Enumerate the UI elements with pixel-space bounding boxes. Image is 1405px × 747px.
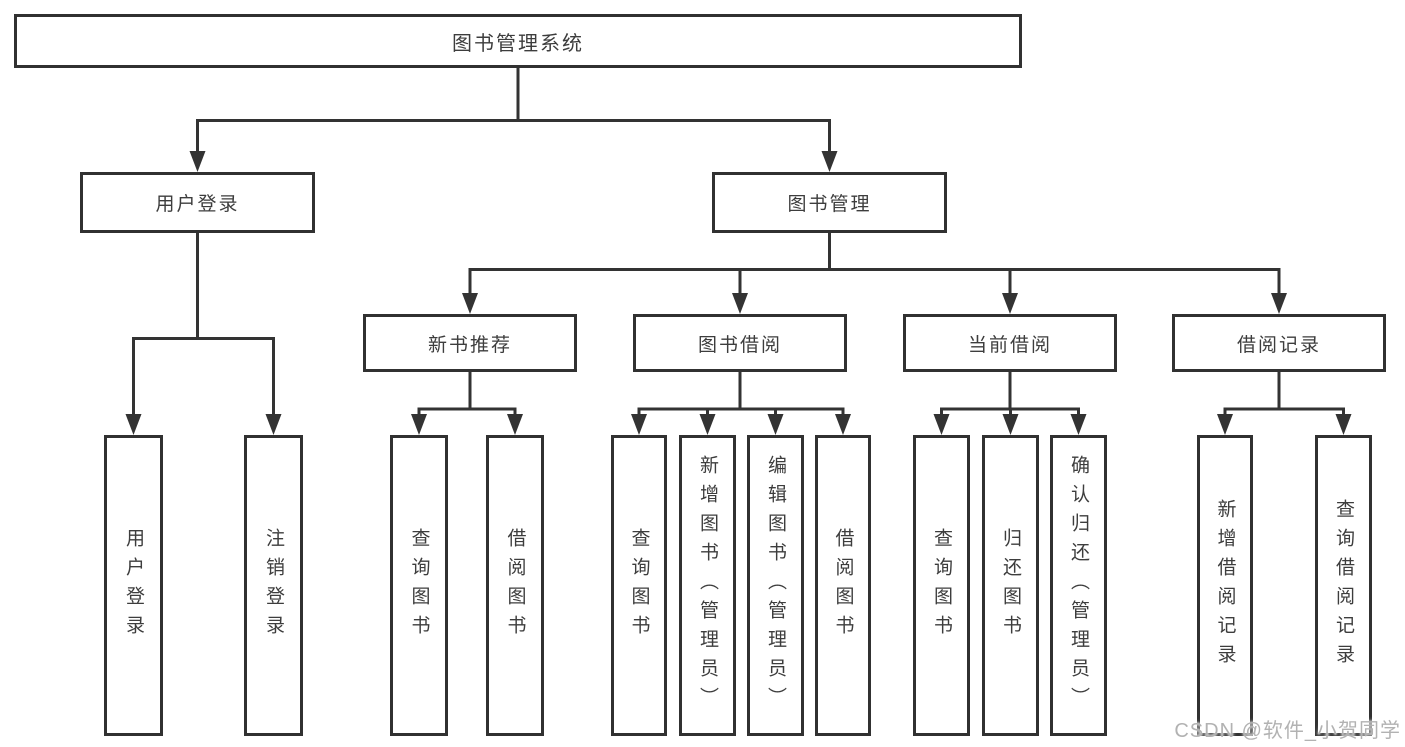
node-book-borrow: 图书借阅: [633, 314, 847, 372]
node-book-mgmt: 图书管理: [712, 172, 947, 233]
connector-book-mgmt-children: [468, 233, 1281, 296]
leaf-user-login: 用户登录: [104, 435, 163, 736]
connector-new-book-rec-children: [417, 372, 517, 416]
node-current-borrow: 当前借阅: [903, 314, 1117, 372]
connector-current-borrow-children: [940, 372, 1080, 416]
leaf-add-borrow-record: 新增借阅记录: [1197, 435, 1253, 736]
leaf-edit-book-admin: 编辑图书（管理员）: [747, 435, 804, 736]
leaf-query-borrow-record: 查询借阅记录: [1315, 435, 1372, 736]
leaf-confirm-return-admin: 确认归还（管理员）: [1050, 435, 1107, 736]
node-root: 图书管理系统: [14, 14, 1022, 68]
leaf-logout: 注销登录: [244, 435, 303, 736]
watermark: CSDN @软件_小贺同学: [1174, 720, 1401, 742]
node-borrow-records: 借阅记录: [1172, 314, 1386, 372]
leaf-query-book-3: 查询图书: [913, 435, 970, 736]
connector-book-borrow-children: [637, 372, 845, 416]
leaf-borrow-book-1: 借阅图书: [486, 435, 544, 736]
node-new-book-rec: 新书推荐: [363, 314, 577, 372]
leaf-borrow-book-2: 借阅图书: [815, 435, 871, 736]
leaf-add-book-admin: 新增图书（管理员）: [679, 435, 736, 736]
leaf-query-book-1: 查询图书: [390, 435, 448, 736]
connector-borrow-records-children: [1223, 372, 1345, 416]
connector-user-login-children: [132, 233, 275, 416]
leaf-return-book: 归还图书: [982, 435, 1039, 736]
leaf-query-book-2: 查询图书: [611, 435, 667, 736]
node-user-login: 用户登录: [80, 172, 315, 233]
connector-root-to-level1: [196, 68, 831, 153]
